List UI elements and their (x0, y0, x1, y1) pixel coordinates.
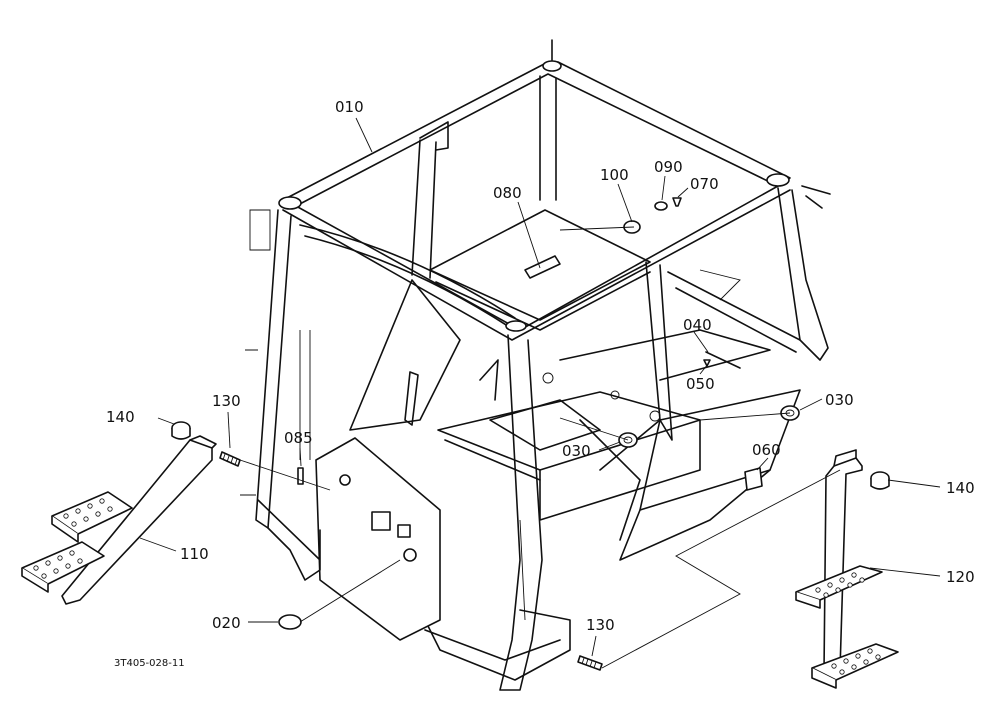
callout-085: 085 (284, 429, 313, 447)
callout-030-center: 030 (562, 442, 591, 460)
part-140-bolt-right (870, 471, 890, 490)
callout-030-right: 030 (825, 391, 854, 409)
drawing-code: 3T405-028-11 (114, 658, 185, 669)
callout-090: 090 (654, 158, 683, 176)
callout-140-right: 140 (946, 479, 975, 497)
part-130-spring-left (219, 451, 241, 467)
callout-120: 120 (946, 568, 975, 586)
part-060-bracket (744, 467, 763, 491)
callout-050: 050 (686, 375, 715, 393)
callout-130-right: 130 (586, 616, 615, 634)
callout-080: 080 (493, 184, 522, 202)
leader-lines (139, 117, 941, 669)
cab-frame (240, 39, 831, 691)
part-085-pin (297, 467, 304, 485)
part-020-cap (278, 614, 302, 630)
callout-140-left: 140 (106, 408, 135, 426)
callout-100: 100 (600, 166, 629, 184)
callout-040: 040 (683, 316, 712, 334)
part-110-step-left (21, 435, 217, 605)
part-120-step-right (795, 449, 899, 689)
callout-130-left: 130 (212, 392, 241, 410)
callout-060: 060 (752, 441, 781, 459)
callout-070: 070 (690, 175, 719, 193)
callout-110: 110 (180, 545, 209, 563)
part-040-rod (705, 351, 741, 369)
part-050-pin (703, 359, 711, 367)
part-130-spring-right (577, 655, 603, 671)
part-090-plug (654, 201, 668, 211)
part-140-bolt-left (171, 421, 191, 440)
callout-020: 020 (212, 614, 241, 632)
part-070-clip (672, 197, 682, 207)
callout-010: 010 (335, 98, 364, 116)
